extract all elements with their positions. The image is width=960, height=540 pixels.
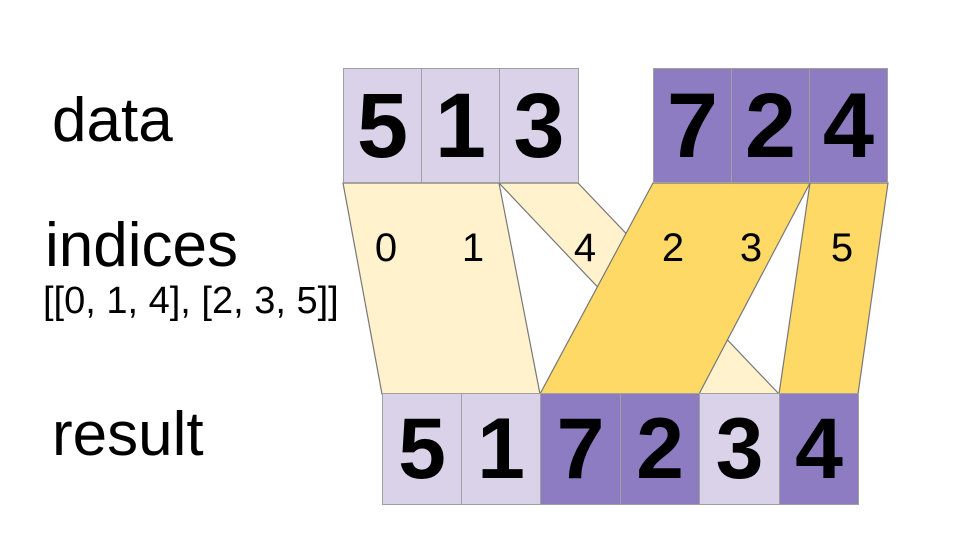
indices-label: indices <box>45 211 238 280</box>
index-label: 0 <box>374 226 398 270</box>
index-label: 3 <box>739 226 763 270</box>
indices-value-label: [[0, 1, 4], [2, 3, 5]] <box>43 280 339 322</box>
result-cell: 2 <box>620 393 700 505</box>
data-cell: 2 <box>731 68 810 183</box>
result-cell: 1 <box>461 393 541 505</box>
index-label: 5 <box>830 226 854 270</box>
data-cell: 4 <box>809 68 888 183</box>
result-cell: 3 <box>699 393 780 505</box>
data-cell: 7 <box>653 68 732 183</box>
result-label: result <box>52 400 204 469</box>
ribbon-index-5 <box>778 182 889 395</box>
data-cell: 5 <box>343 68 422 183</box>
result-cell: 7 <box>540 393 621 505</box>
index-label: 4 <box>573 226 597 270</box>
data-cell: 1 <box>421 68 500 183</box>
index-label: 2 <box>661 226 685 270</box>
result-cell: 5 <box>382 393 462 505</box>
data-label: data <box>52 86 173 155</box>
index-label: 1 <box>461 226 485 270</box>
data-cell: 3 <box>499 68 579 183</box>
ribbon-indices-0-1 <box>342 182 541 395</box>
result-cell: 4 <box>779 393 859 505</box>
